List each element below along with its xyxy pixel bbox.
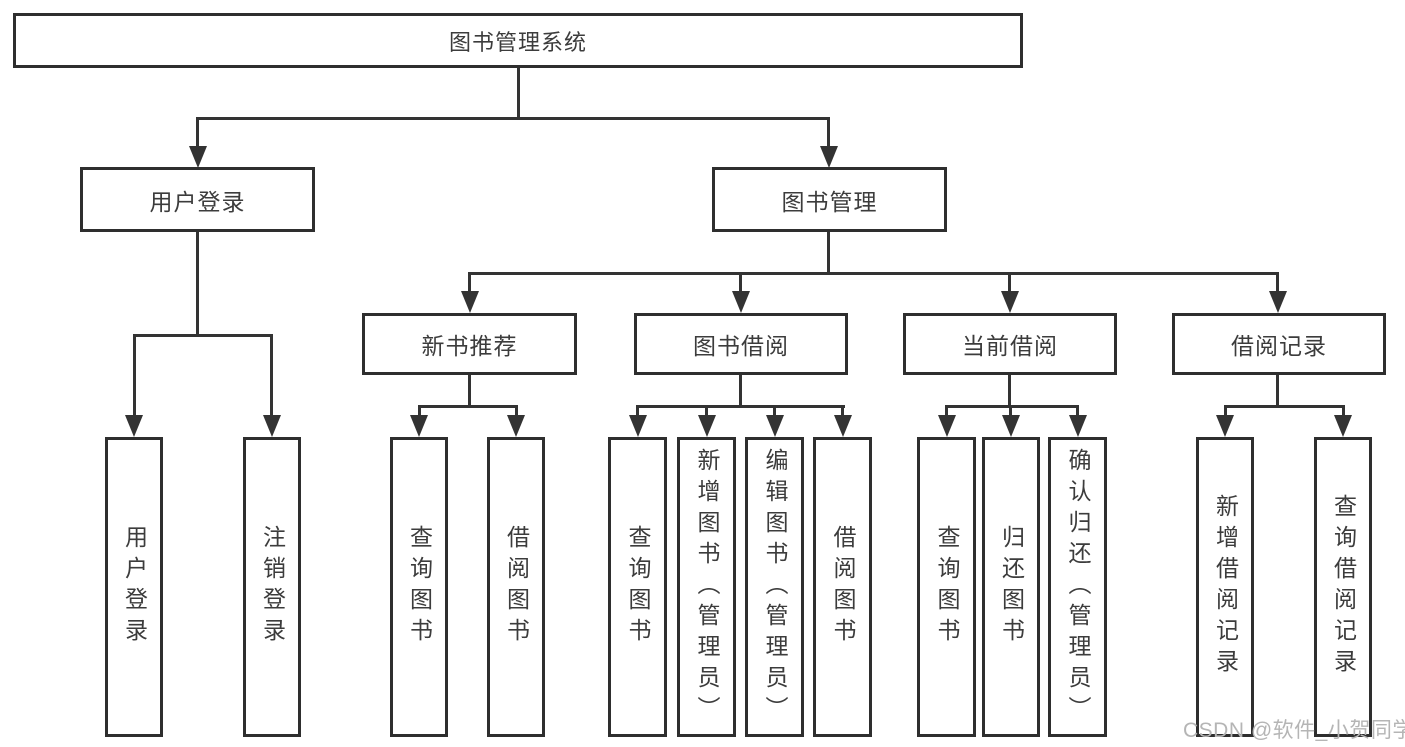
leaf-borrow-query-books: 查询图书 — [608, 437, 667, 737]
arrowhead — [732, 291, 750, 313]
connector — [1276, 375, 1279, 408]
node-label: 图书借阅 — [693, 333, 789, 359]
connector — [1224, 405, 1227, 419]
connector — [1224, 405, 1345, 408]
connector — [1276, 272, 1279, 294]
arrowhead — [1334, 415, 1352, 437]
connector — [739, 375, 742, 408]
connector — [739, 272, 742, 294]
connector — [468, 272, 471, 294]
arrowhead — [410, 415, 428, 437]
connector — [418, 405, 421, 419]
node-new-book-recommendation: 新书推荐 — [362, 313, 577, 375]
leaf-recommend-query-books: 查询图书 — [390, 437, 448, 737]
node-label: 当前借阅 — [962, 333, 1058, 359]
leaf-label: 查询借阅记录 — [1330, 494, 1357, 680]
leaf-return-books: 归还图书 — [982, 437, 1040, 737]
node-label: 借阅记录 — [1231, 333, 1327, 359]
connector — [841, 405, 844, 419]
leaf-label: 借阅图书 — [503, 525, 530, 649]
node-book-management: 图书管理 — [712, 167, 947, 232]
leaf-recommend-borrow-books: 借阅图书 — [487, 437, 545, 737]
connector — [636, 405, 845, 408]
leaf-logout: 注销登录 — [243, 437, 301, 737]
node-current-borrowing: 当前借阅 — [903, 313, 1117, 375]
node-borrowing-records: 借阅记录 — [1172, 313, 1386, 375]
node-label: 图书管理系统 — [448, 29, 587, 55]
connector — [133, 334, 136, 418]
leaf-label: 新增借阅记录 — [1212, 494, 1239, 680]
connector — [1009, 405, 1012, 419]
leaf-user-login: 用户登录 — [105, 437, 163, 737]
node-book-borrowing: 图书借阅 — [634, 313, 848, 375]
leaf-current-query-books: 查询图书 — [917, 437, 976, 737]
connector — [468, 375, 471, 408]
connector — [1342, 405, 1345, 419]
leaf-label: 用户登录 — [121, 525, 148, 649]
leaf-label: 查询图书 — [625, 525, 651, 649]
arrowhead — [834, 415, 852, 437]
connector — [196, 117, 199, 149]
arrowhead — [1069, 415, 1087, 437]
leaf-label: 新增图书（管理员） — [694, 447, 720, 727]
arrowhead — [1001, 291, 1019, 313]
connector — [773, 405, 776, 419]
leaf-borrow-borrow-books: 借阅图书 — [813, 437, 872, 737]
leaf-label: 确认归还（管理员） — [1065, 447, 1091, 727]
leaf-label: 借阅图书 — [830, 525, 856, 649]
arrowhead — [766, 415, 784, 437]
connector — [636, 405, 639, 419]
connector — [418, 405, 518, 408]
arrowhead — [461, 291, 479, 313]
node-user-login: 用户登录 — [80, 167, 315, 232]
leaf-add-borrow-record: 新增借阅记录 — [1196, 437, 1254, 737]
leaf-label: 归还图书 — [998, 525, 1025, 649]
connector — [133, 334, 273, 337]
arrowhead — [820, 146, 838, 168]
node-label: 用户登录 — [149, 188, 246, 215]
leaf-query-borrow-record: 查询借阅记录 — [1314, 437, 1372, 737]
connector — [827, 117, 830, 149]
arrowhead — [938, 415, 956, 437]
arrowhead — [698, 415, 716, 437]
connector — [517, 68, 520, 118]
arrowhead — [125, 415, 143, 437]
connector — [945, 405, 1079, 408]
arrowhead — [263, 415, 281, 437]
node-label: 新书推荐 — [421, 333, 518, 359]
connector — [705, 405, 708, 419]
connector — [827, 232, 830, 275]
leaf-label: 查询图书 — [406, 525, 433, 649]
connector — [468, 272, 1279, 275]
arrowhead — [189, 146, 207, 168]
leaf-label: 编辑图书（管理员） — [762, 447, 788, 727]
connector — [1076, 405, 1079, 419]
connector — [196, 117, 830, 120]
node-library-management-system: 图书管理系统 — [13, 13, 1023, 68]
connector — [270, 334, 273, 418]
arrowhead — [1002, 415, 1020, 437]
connector — [1008, 375, 1011, 408]
leaf-add-books-admin: 新增图书（管理员） — [677, 437, 736, 737]
arrowhead — [507, 415, 525, 437]
watermark: CSDN @软件_小贺同学 — [1183, 719, 1405, 742]
leaf-edit-books-admin: 编辑图书（管理员） — [745, 437, 804, 737]
connector — [1008, 272, 1011, 294]
node-label: 图书管理 — [781, 188, 878, 215]
arrowhead — [1216, 415, 1234, 437]
leaf-confirm-return-admin: 确认归还（管理员） — [1048, 437, 1107, 737]
arrowhead — [1269, 291, 1287, 313]
leaf-label: 查询图书 — [934, 525, 960, 649]
arrowhead — [629, 415, 647, 437]
connector — [945, 405, 948, 419]
leaf-label: 注销登录 — [259, 525, 286, 649]
connector — [196, 232, 199, 336]
connector — [515, 405, 518, 419]
